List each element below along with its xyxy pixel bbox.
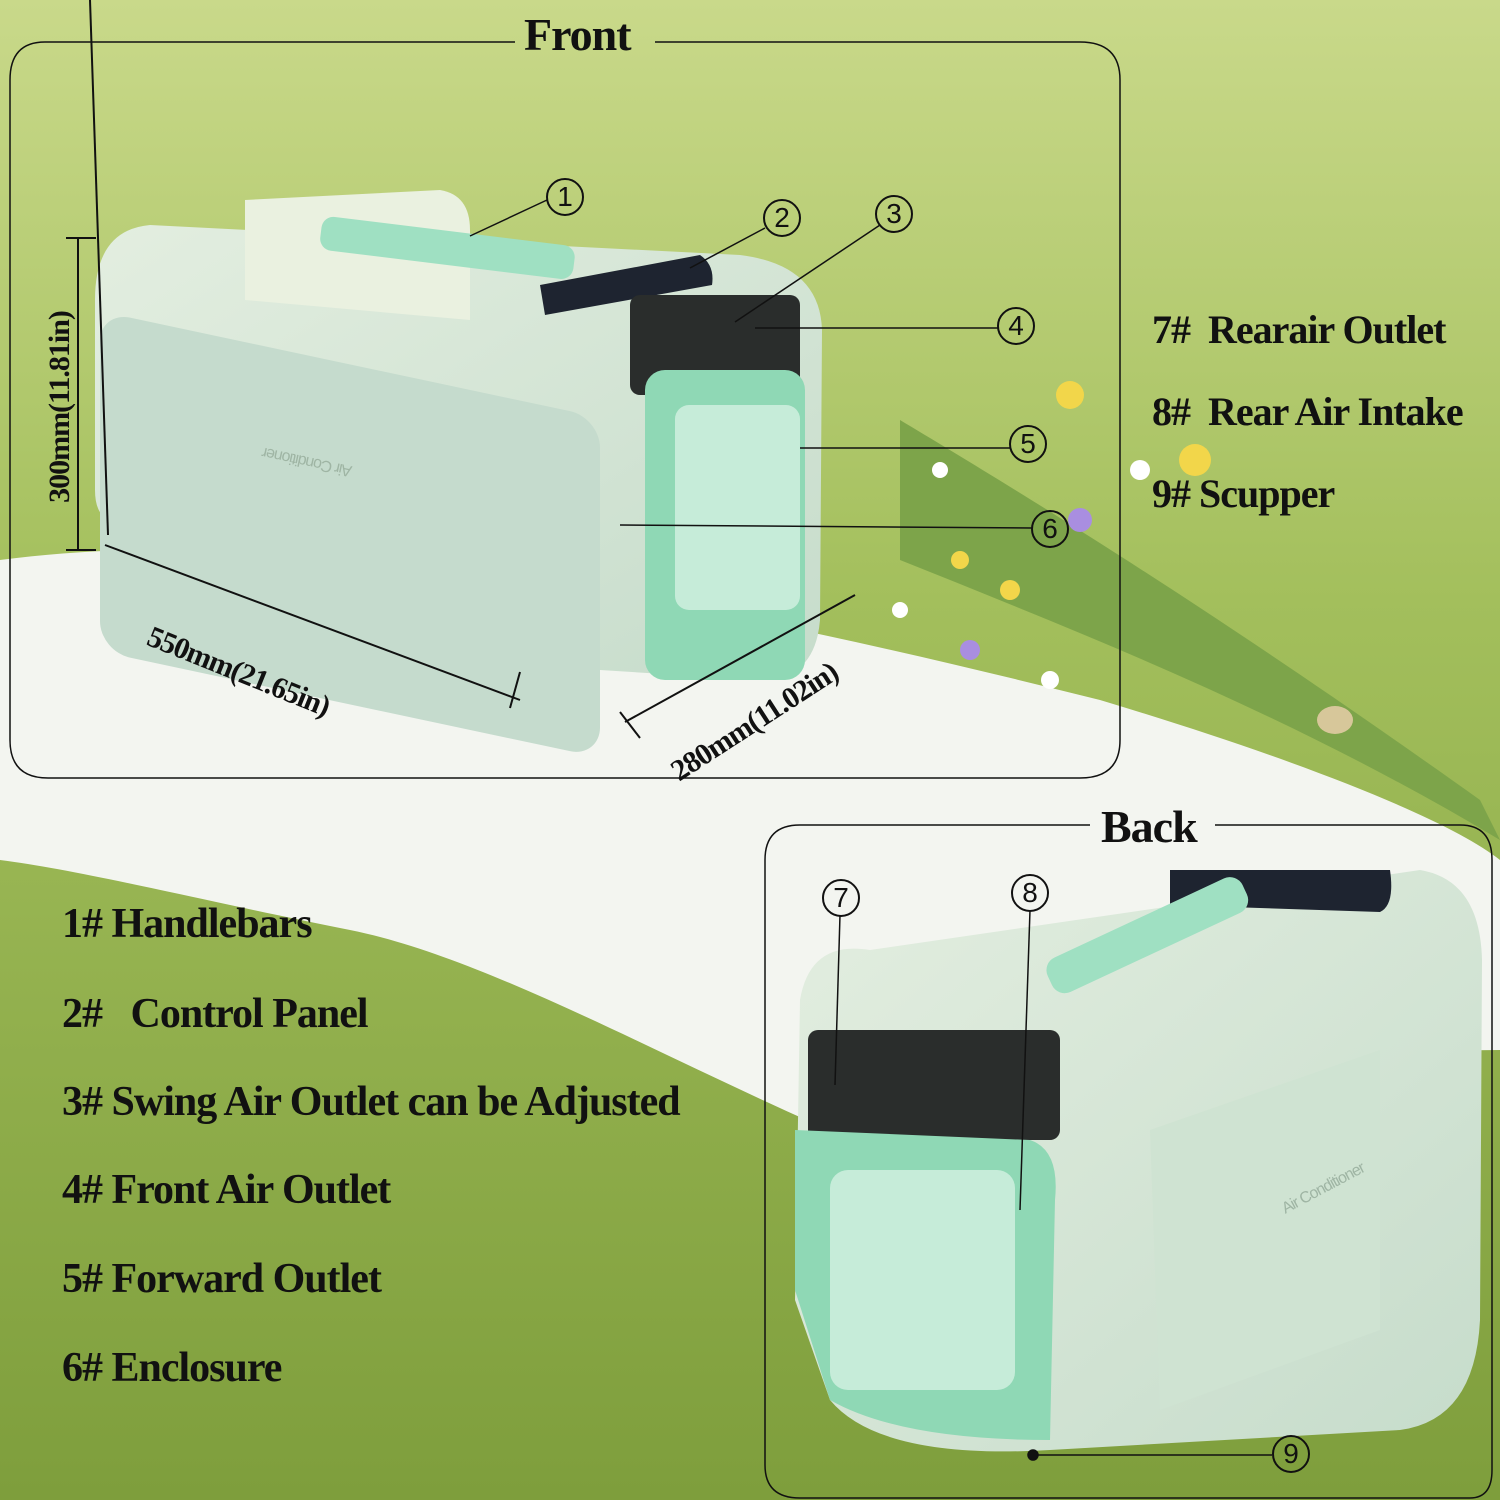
back-title: Back — [1101, 801, 1198, 852]
legend-num: 4# — [62, 1167, 103, 1213]
legend-label: Front Air Outlet — [111, 1167, 392, 1213]
callout-2: 2 — [763, 199, 801, 237]
callout-leaders — [469, 199, 1272, 1461]
legend-label: Handlebars — [111, 901, 313, 947]
legend-label: Enclosure — [111, 1345, 283, 1391]
legend-num: 5# — [62, 1256, 103, 1302]
legend-label: Swing Air Outlet can be Adjusted — [111, 1079, 681, 1125]
callout-7: 7 — [822, 879, 860, 917]
legend-num: 2# — [62, 991, 103, 1037]
legend-num: 3# — [62, 1079, 103, 1125]
legend-label: Forward Outlet — [111, 1256, 382, 1302]
legend-num: 9# — [1152, 471, 1191, 516]
callout-1: 1 — [546, 178, 584, 216]
legend-label: Control Panel — [130, 991, 369, 1037]
height-dimension: 300mm(11.81in) — [43, 311, 76, 503]
legend-item-6: 6# Enclosure — [62, 1344, 283, 1392]
legend-label: Rearair Outlet — [1208, 307, 1446, 352]
legend-num: 6# — [62, 1345, 103, 1391]
callout-5: 5 — [1009, 425, 1047, 463]
legend-item-2: 2# Control Panel — [62, 990, 369, 1038]
front-product-illustration — [95, 190, 822, 752]
back-product-illustration — [795, 870, 1482, 1452]
legend-label: Rear Air Intake — [1208, 389, 1464, 434]
legend-item-5: 5# Forward Outlet — [62, 1255, 382, 1303]
legend-item-1: 1# Handlebars — [62, 900, 313, 948]
callout-4: 4 — [997, 307, 1035, 345]
callout-8: 8 — [1011, 874, 1049, 912]
callout-3: 3 — [875, 195, 913, 233]
front-title: Front — [524, 9, 632, 60]
legend-num: 1# — [62, 901, 103, 947]
callout-9: 9 — [1272, 1435, 1310, 1473]
legend-label: Scupper — [1199, 471, 1335, 516]
front-frame — [9, 41, 1121, 779]
legend-item-8: 8# Rear Air Intake — [1152, 388, 1464, 435]
legend-item-4: 4# Front Air Outlet — [62, 1166, 392, 1214]
callout-6: 6 — [1031, 510, 1069, 548]
legend-num: 8# — [1152, 389, 1191, 434]
legend-item-7: 7# Rearair Outlet — [1152, 306, 1446, 353]
back-frame — [764, 824, 1493, 1499]
legend-item-9: 9# Scupper — [1152, 470, 1335, 517]
dimension-lines — [66, 0, 856, 739]
legend-num: 7# — [1152, 307, 1191, 352]
legend-item-3: 3# Swing Air Outlet can be Adjusted — [62, 1078, 681, 1126]
